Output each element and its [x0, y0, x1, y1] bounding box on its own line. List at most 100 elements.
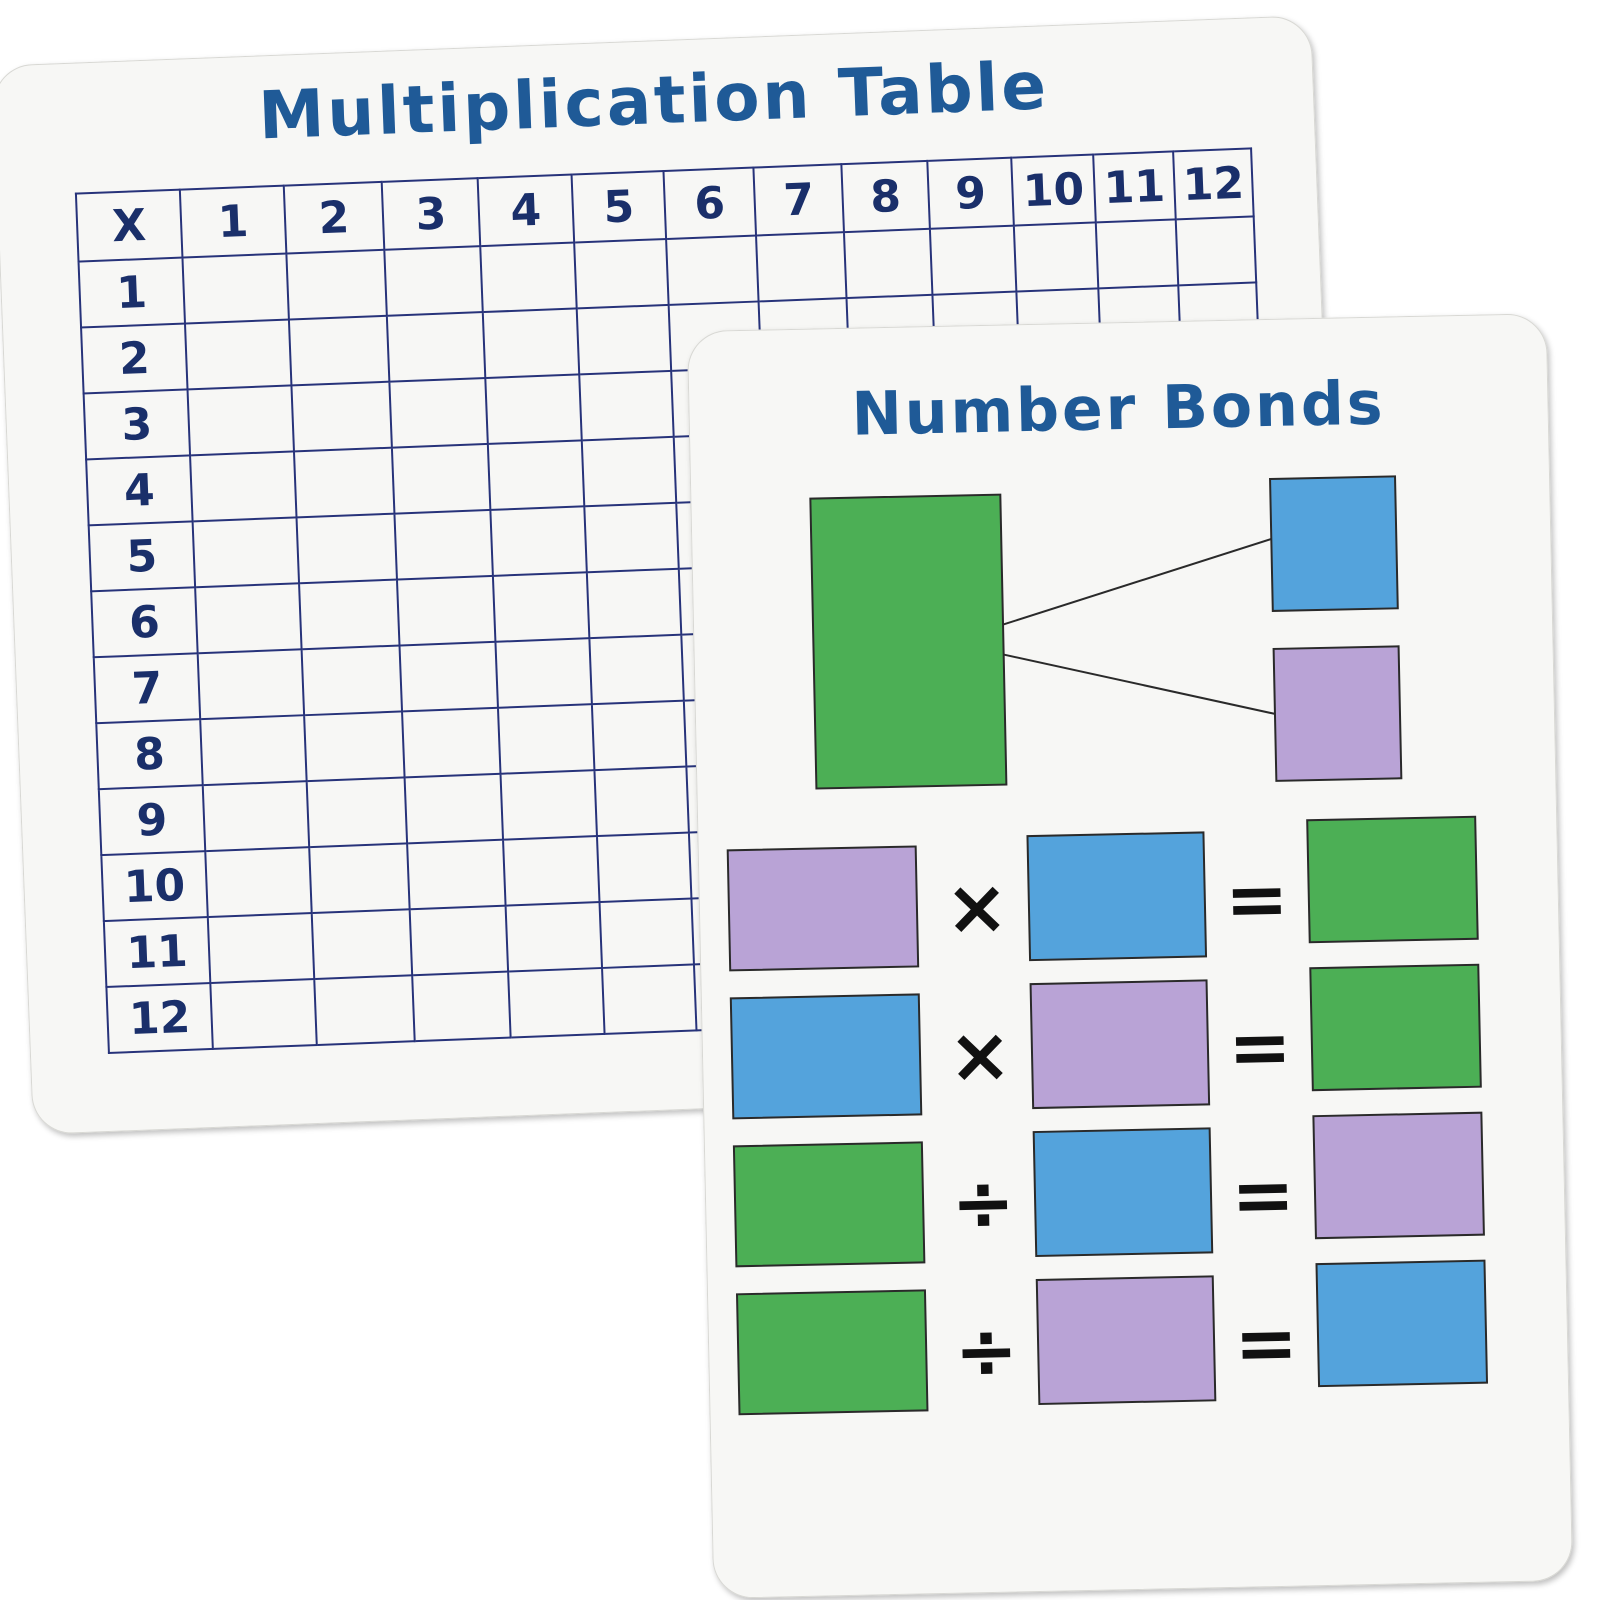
blank-cell[interactable] [756, 232, 847, 302]
blank-cell[interactable] [482, 308, 580, 379]
blank-cell[interactable] [594, 766, 689, 837]
equation-right-box[interactable] [1026, 831, 1208, 962]
operator-sign: × [947, 1010, 1013, 1100]
row-header: 10 [101, 851, 208, 922]
blank-cell[interactable] [404, 773, 504, 844]
blank-cell[interactable] [487, 440, 585, 510]
bond-connector-line [1003, 653, 1276, 715]
equation-result-box[interactable] [1312, 1111, 1485, 1240]
blank-cell[interactable] [409, 905, 509, 976]
blank-cell[interactable] [202, 781, 310, 852]
bond-part-box[interactable] [1272, 645, 1403, 782]
corner-label: X [75, 189, 183, 262]
blank-cell[interactable] [309, 843, 410, 914]
row-header: 9 [98, 785, 206, 856]
blank-cell[interactable] [384, 246, 483, 316]
blank-cell[interactable] [192, 517, 300, 588]
blank-cell[interactable] [197, 649, 305, 720]
blank-cell[interactable] [503, 836, 600, 906]
blank-cell[interactable] [306, 777, 408, 848]
operator-sign: ÷ [950, 1157, 1016, 1247]
blank-cell[interactable] [485, 374, 582, 444]
blank-cell[interactable] [584, 502, 679, 573]
equation-result-box[interactable] [1309, 963, 1482, 1092]
bond-whole-box[interactable] [809, 493, 1008, 790]
blank-cell[interactable] [210, 979, 317, 1049]
blank-cell[interactable] [508, 967, 605, 1038]
blank-cell[interactable] [591, 700, 687, 771]
blank-cell[interactable] [480, 242, 577, 313]
blank-cell[interactable] [389, 378, 488, 448]
blank-cell[interactable] [399, 641, 498, 712]
blank-cell[interactable] [299, 579, 400, 650]
blank-cell[interactable] [574, 238, 669, 309]
number-bonds-diagram: ×=×=÷=÷= [726, 475, 1489, 1416]
equation-result-box[interactable] [1306, 815, 1479, 944]
blank-cell[interactable] [304, 711, 405, 782]
multiplication-table-title: Multiplication Table [257, 47, 1051, 155]
equation-right-box[interactable] [1035, 1275, 1217, 1406]
blank-cell[interactable] [293, 447, 395, 518]
blank-cell[interactable] [1095, 219, 1179, 289]
blank-cell[interactable] [386, 312, 486, 382]
blank-cell[interactable] [596, 832, 692, 903]
blank-cell[interactable] [291, 381, 392, 452]
equation-left-box[interactable] [735, 1289, 929, 1416]
blank-cell[interactable] [311, 909, 413, 980]
blank-cell[interactable] [288, 315, 390, 386]
blank-cell[interactable] [843, 228, 933, 299]
blank-cell[interactable] [407, 839, 506, 910]
blank-cell[interactable] [576, 304, 672, 375]
blank-cell[interactable] [207, 913, 315, 984]
blank-cell[interactable] [396, 575, 496, 646]
equation-left-box[interactable] [729, 993, 923, 1120]
blank-cell[interactable] [314, 975, 415, 1045]
blank-cell[interactable] [586, 568, 682, 639]
blank-cell[interactable] [296, 513, 397, 584]
blank-cell[interactable] [602, 964, 697, 1034]
column-header: 1 [179, 185, 287, 258]
blank-cell[interactable] [391, 443, 491, 514]
column-header: 7 [753, 164, 844, 236]
blank-cell[interactable] [301, 645, 403, 716]
blank-cell[interactable] [195, 583, 302, 654]
blank-cell[interactable] [666, 235, 759, 305]
operator-sign: × [944, 862, 1010, 952]
blank-cell[interactable] [412, 971, 511, 1042]
equation-right-box[interactable] [1032, 1127, 1214, 1258]
blank-cell[interactable] [205, 847, 312, 918]
equation-left-box[interactable] [732, 1141, 926, 1268]
blank-cell[interactable] [497, 704, 595, 774]
blank-cell[interactable] [589, 634, 684, 705]
blank-cell[interactable] [505, 902, 603, 972]
blank-cell[interactable] [495, 638, 592, 708]
bond-part-box[interactable] [1269, 475, 1399, 612]
row-header: 8 [96, 719, 203, 790]
blank-cell[interactable] [187, 385, 294, 456]
blank-cell[interactable] [1013, 222, 1099, 292]
blank-cell[interactable] [190, 451, 297, 522]
blank-cell[interactable] [394, 509, 493, 580]
equation-right-box[interactable] [1029, 979, 1211, 1110]
blank-cell[interactable] [599, 898, 694, 968]
column-header: 12 [1173, 148, 1254, 220]
blank-cell[interactable] [490, 506, 587, 576]
bond-connector-line [1002, 537, 1272, 626]
blank-cell[interactable] [402, 707, 501, 778]
blank-cell[interactable] [500, 770, 597, 840]
equation-left-box[interactable] [726, 845, 920, 972]
blank-cell[interactable] [492, 572, 590, 642]
blank-cell[interactable] [200, 715, 307, 786]
blank-cell[interactable] [929, 225, 1017, 295]
column-header: 11 [1093, 151, 1176, 223]
row-header: 3 [83, 389, 191, 460]
blank-cell[interactable] [581, 436, 677, 507]
blank-cell[interactable] [182, 253, 289, 324]
blank-cell[interactable] [286, 249, 387, 320]
blank-cell[interactable] [579, 370, 674, 441]
column-header: 9 [927, 157, 1014, 229]
blank-cell[interactable] [1175, 216, 1257, 286]
blank-cell[interactable] [184, 319, 292, 390]
equals-sign: = [1233, 1298, 1299, 1388]
equation-result-box[interactable] [1315, 1259, 1489, 1388]
